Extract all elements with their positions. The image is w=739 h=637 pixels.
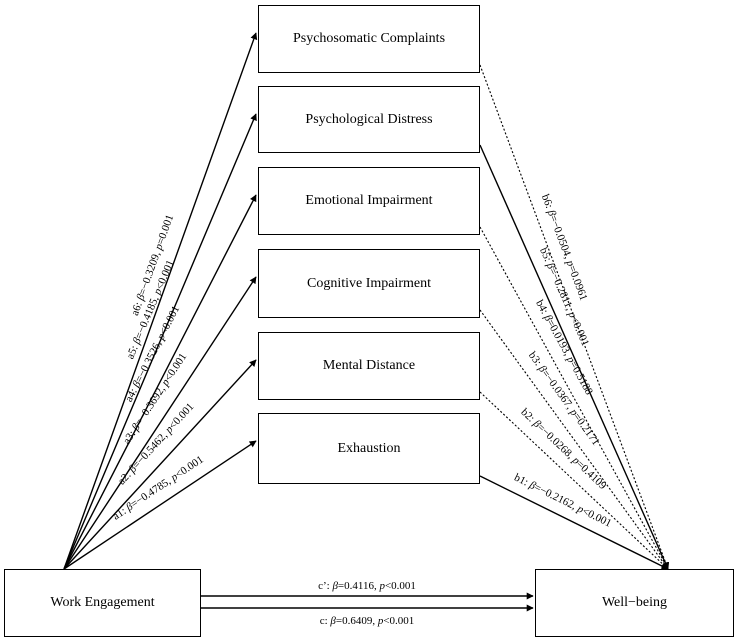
- mediator-box-exhaustion: Exhaustion: [258, 413, 480, 484]
- mediator-label: Exhaustion: [337, 440, 401, 456]
- path-b4: [479, 226, 669, 570]
- mediator-label: Cognitive Impairment: [306, 275, 432, 291]
- path-b2: [479, 391, 669, 570]
- predictor-box-work-engagement: Work Engagement: [4, 569, 201, 637]
- outcome-label: Well−being: [601, 595, 668, 610]
- path-a3: [63, 276, 257, 570]
- outcome-box-well-being: Well−being: [535, 569, 734, 637]
- label-c-prime: c’: β=0.4116, p<0.001: [318, 580, 416, 592]
- path-b3: [479, 309, 669, 570]
- label-a1: a1: β=−0.4785, p<0.001: [111, 454, 206, 523]
- path-b6: [479, 64, 670, 570]
- mediator-label: Psychological Distress: [305, 111, 433, 127]
- path-a2: [63, 359, 257, 570]
- mediator-label: Mental Distance: [322, 358, 416, 373]
- mediator-box-psychological-distress: Psychological Distress: [258, 86, 480, 153]
- path-a6: [63, 32, 258, 570]
- path-a1: [63, 440, 257, 570]
- mediator-box-psychosomatic-complaints: Psychosomatic Complaints: [258, 5, 480, 73]
- path-a4: [63, 194, 257, 570]
- predictor-label: Work Engagement: [50, 595, 155, 610]
- label-c: c: β=0.6409, p<0.001: [320, 615, 415, 627]
- path-b1: [479, 475, 669, 570]
- mediator-box-cognitive-impairment: Cognitive Impairment: [258, 249, 480, 318]
- path-b5: [479, 144, 669, 570]
- mediator-box-emotional-impairment: Emotional Impairment: [258, 167, 480, 235]
- label-b3: b3: β=−0.0367, p=0.2171: [526, 350, 602, 448]
- mediator-label: Psychosomatic Complaints: [292, 31, 446, 46]
- mediator-label: Emotional Impairment: [305, 193, 433, 208]
- path-a5: [63, 113, 257, 570]
- mediator-box-mental-distance: Mental Distance: [258, 332, 480, 400]
